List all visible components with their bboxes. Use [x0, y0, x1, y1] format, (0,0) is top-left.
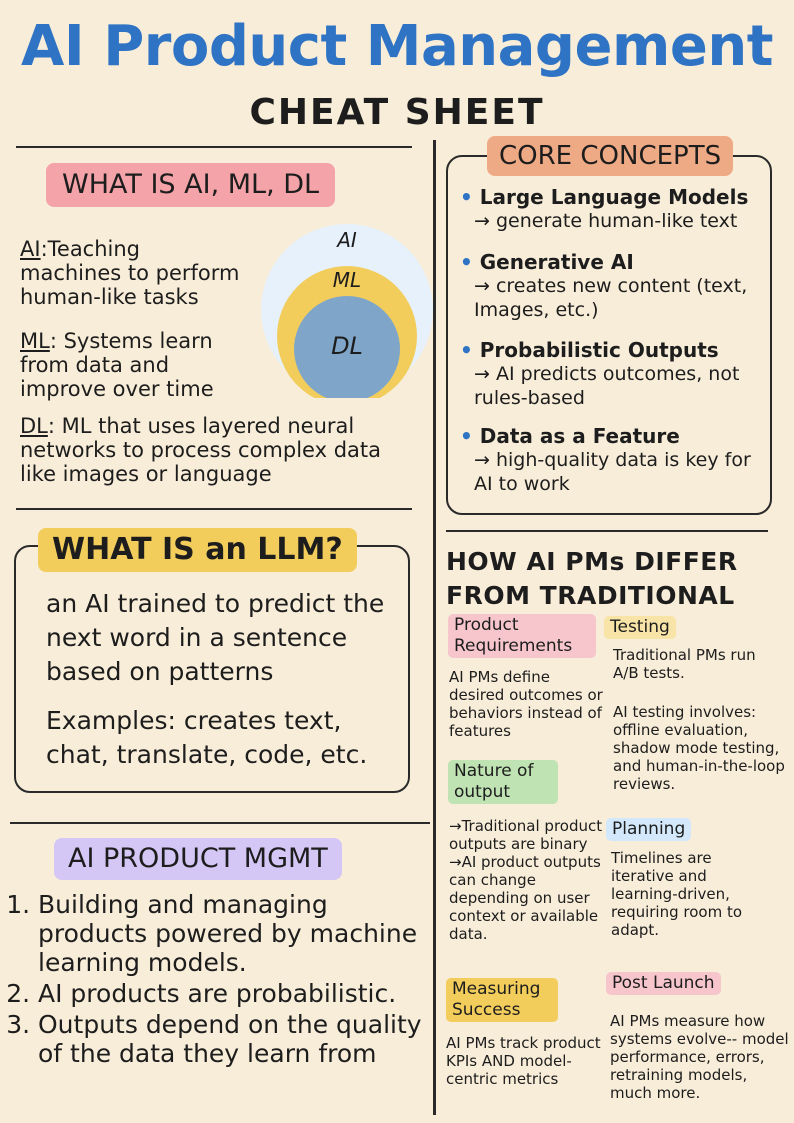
ml-definition: ML: Systems learn from data and improve … [20, 329, 230, 401]
core-item-body: → generate human-like text [474, 210, 738, 232]
core-item-probabilistic: Probabilistic Outputs → AI predicts outc… [460, 338, 760, 410]
dl-def: : ML that uses layered neural networks t… [20, 414, 381, 486]
mgmt-item-3: Outputs depend on the quality of the dat… [38, 1010, 428, 1068]
nature-body: →Traditional product outputs are binary … [449, 817, 603, 943]
testing-body-2: AI testing involves: offline evaluation,… [613, 703, 785, 793]
left-divider-1 [16, 508, 412, 510]
core-item-title: Large Language Models [460, 185, 760, 209]
measuring-body: AI PMs track product KPIs AND model-cent… [446, 1034, 601, 1088]
mgmt-list: Building and managing products powered b… [8, 890, 428, 1068]
left-divider-2 [10, 822, 430, 824]
measuring-label: Measuring Success [446, 978, 558, 1022]
ml-def: : Systems learn from data and improve ov… [20, 329, 214, 401]
mgmt-item-2: AI products are probabilistic. [38, 979, 428, 1008]
core-item-body: → AI predicts outcomes, not rules-based [474, 363, 740, 409]
core-item-llm: Large Language Models → generate human-l… [460, 185, 760, 233]
ai-ml-dl-diagram: AI ML DL [261, 224, 433, 398]
dl-circle-label: DL [331, 332, 363, 360]
core-item-title: Probabilistic Outputs [460, 338, 760, 362]
dl-circle [294, 296, 400, 398]
page-subtitle: CHEAT SHEET [249, 92, 545, 133]
mgmt-heading: AI PRODUCT MGMT [54, 838, 342, 880]
llm-examples: Examples: creates text, chat, translate,… [46, 706, 368, 769]
ai-def: :Teaching machines to perform human-like… [20, 237, 240, 309]
requirements-label: Product Requirements [448, 614, 596, 658]
core-concepts-list: Large Language Models → generate human-l… [446, 155, 768, 511]
ai-circle-label: AI [335, 228, 357, 252]
core-item-genai: Generative AI → creates new content (tex… [460, 250, 760, 322]
page-title: AI Product Management [21, 14, 773, 79]
mgmt-item-1: Building and managing products powered b… [38, 890, 428, 977]
ml-term: ML [20, 329, 50, 353]
dl-term: DL [20, 414, 48, 438]
nature-label: Nature of output [448, 760, 558, 804]
testing-body-1: Traditional PMs run A/B tests. [613, 646, 756, 682]
core-item-title: Data as a Feature [460, 424, 760, 448]
llm-heading: WHAT IS an LLM? [38, 528, 357, 572]
testing-label: Testing [604, 616, 676, 639]
top-left-divider [16, 146, 412, 148]
what-is-heading: WHAT IS AI, ML, DL [46, 163, 336, 207]
postlaunch-label: Post Launch [606, 972, 721, 995]
right-divider [446, 530, 768, 532]
core-item-body: → creates new content (text, Images, etc… [474, 275, 748, 321]
ai-definition: AI:Teaching machines to perform human-li… [20, 237, 240, 309]
ml-circle-label: ML [333, 268, 361, 292]
core-item-title: Generative AI [460, 250, 760, 274]
vertical-divider [433, 140, 436, 1115]
core-item-data: Data as a Feature → high-quality data is… [460, 424, 760, 496]
requirements-body: AI PMs define desired outcomes or behavi… [449, 668, 603, 740]
core-item-body: → high-quality data is key for AI to wor… [474, 449, 751, 495]
planning-body: Timelines are iterative and learning-dri… [611, 849, 743, 939]
planning-label: Planning [606, 818, 692, 841]
ai-term: AI [20, 237, 41, 261]
core-concepts-heading: CORE CONCEPTS [487, 136, 734, 176]
postlaunch-body: AI PMs measure how systems evolve-- mode… [610, 1012, 789, 1102]
llm-definition: an AI trained to predict the next word i… [46, 589, 385, 686]
mgmt-list-wrap: Building and managing products powered b… [8, 890, 428, 1070]
dl-definition: DL: ML that uses layered neural networks… [20, 414, 420, 486]
